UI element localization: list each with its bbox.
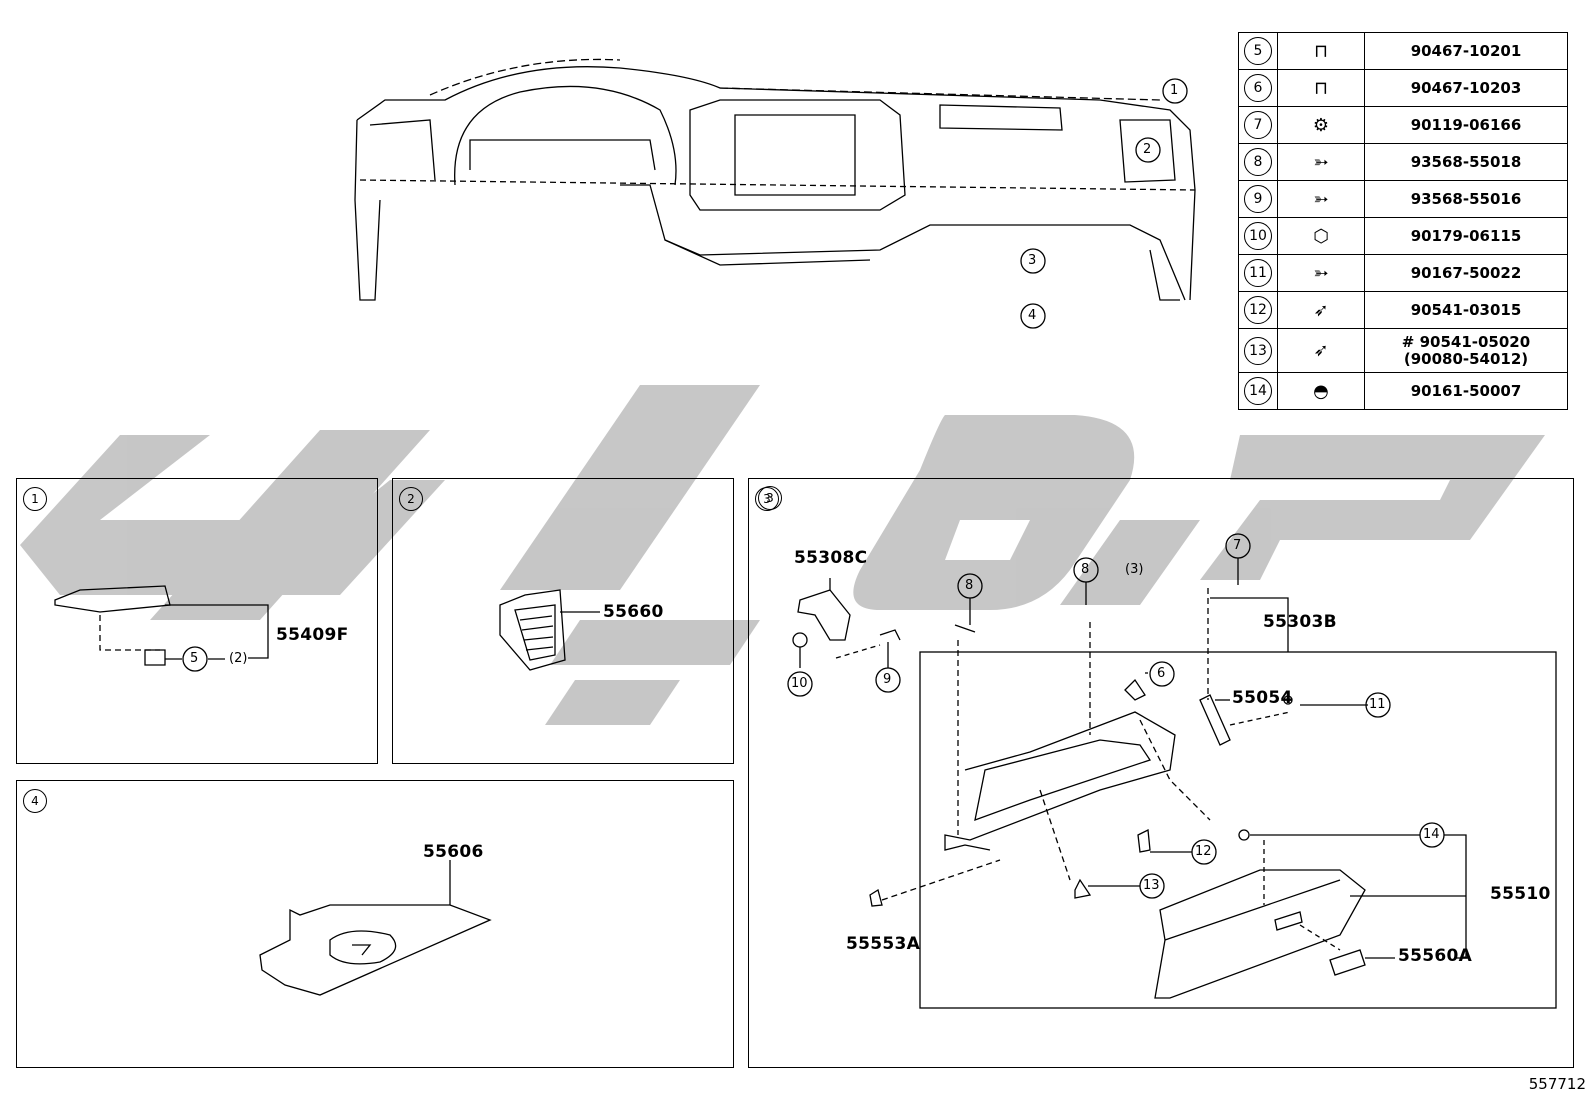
overview-callout-4: 4 — [1028, 308, 1037, 323]
panel-4: 4 — [16, 780, 734, 1068]
part-number: 93568-55016 — [1410, 189, 1522, 208]
parts-table-row: 14◓ 90161-50007 — [1238, 372, 1568, 410]
panel-3-number: 3 — [758, 486, 782, 510]
clip-qty: (2) — [229, 651, 248, 666]
part-number-cell: # 90541-05020(90080-54012) — [1364, 328, 1568, 373]
ref-9: 9 — [883, 672, 892, 687]
part-number: # 90541-05020 — [1401, 332, 1531, 351]
part-number: 90467-10203 — [1410, 78, 1522, 97]
ref-number: 8 — [1244, 148, 1272, 176]
part-label-55606: 55606 — [423, 842, 484, 862]
part-label-55510: 55510 — [1490, 884, 1551, 904]
part-number-alt: (90080-54012) — [1403, 349, 1529, 368]
part-label-55660: 55660 — [603, 602, 664, 622]
ref-number: 5 — [1244, 37, 1272, 65]
figure-id: 557712 — [1528, 1075, 1586, 1093]
parts-table-row: 6⊓ 90467-10203 — [1238, 69, 1568, 107]
clip-icon: ⊓ — [1277, 69, 1365, 107]
panel-number: 2 — [399, 487, 423, 511]
parts-table-row: 10⬡ 90179-06115 — [1238, 217, 1568, 255]
part-number-cell: 90161-50007 — [1364, 372, 1568, 410]
ref-14: 14 — [1423, 827, 1440, 842]
ref-6: 6 — [1157, 666, 1166, 681]
ref-cell: 12 — [1238, 291, 1278, 329]
ref-number: 12 — [1244, 296, 1272, 324]
ref-10: 10 — [791, 676, 808, 691]
parts-table-row: 7⚙ 90119-06166 — [1238, 106, 1568, 144]
ref-number: 13 — [1244, 336, 1272, 365]
ref-8-qty: (3) — [1125, 562, 1144, 577]
clip-icon: ⊓ — [1277, 32, 1365, 70]
ref-8-a: 8 — [965, 578, 974, 593]
part-label-55054: 55054 — [1232, 688, 1293, 708]
part-number-cell: 90119-06166 — [1364, 106, 1568, 144]
part-label-55560A: 55560A — [1398, 946, 1473, 966]
ref-number: 11 — [1244, 259, 1272, 287]
part-label-55308C: 55308C — [794, 548, 868, 568]
part-label-55303B: 55303B — [1263, 612, 1337, 632]
ref-cell: 5 — [1238, 32, 1278, 70]
part-number: 90161-50007 — [1410, 381, 1522, 400]
part-number: 93568-55018 — [1410, 152, 1522, 171]
ref-13: 13 — [1143, 878, 1160, 893]
panel-number: 1 — [23, 487, 47, 511]
ref-12: 12 — [1195, 844, 1212, 859]
ref-number: 14 — [1244, 377, 1272, 405]
ref-cell: 8 — [1238, 143, 1278, 181]
pin-icon: ➶ — [1277, 291, 1365, 329]
ref-7: 7 — [1233, 538, 1242, 553]
part-number-cell: 90467-10203 — [1364, 69, 1568, 107]
screw-icon: ➳ — [1277, 143, 1365, 181]
cushion-icon: ◓ — [1277, 372, 1365, 410]
ref-cell: 7 — [1238, 106, 1278, 144]
ref-8-b: 8 — [1081, 562, 1090, 577]
parts-table-row: 13➶# 90541-05020(90080-54012) — [1238, 328, 1568, 373]
part-number-cell: 93568-55016 — [1364, 180, 1568, 218]
ref-cell: 14 — [1238, 372, 1278, 410]
part-number: 90119-06166 — [1410, 115, 1522, 134]
overview-callout-1: 1 — [1170, 83, 1179, 98]
nut-icon: ⬡ — [1277, 217, 1365, 255]
ref-11: 11 — [1369, 697, 1386, 712]
part-number-cell: 90467-10201 — [1364, 32, 1568, 70]
parts-table-row: 12➶ 90541-03015 — [1238, 291, 1568, 329]
parts-table-row: 8➳ 93568-55018 — [1238, 143, 1568, 181]
part-number: 90541-03015 — [1410, 300, 1522, 319]
panel-2: 2 — [392, 478, 734, 764]
overview-callout-2: 2 — [1143, 142, 1152, 157]
part-label-55553A: 55553A — [846, 934, 921, 954]
parts-table: 5⊓ 90467-10201 6⊓ 90467-10203 7⚙ 90119-06166 8… — [1238, 32, 1568, 410]
ref-number: 10 — [1244, 222, 1272, 250]
ref-number: 9 — [1244, 185, 1272, 213]
ref-cell: 13 — [1238, 328, 1278, 373]
part-number: 90179-06115 — [1410, 226, 1522, 245]
bolt-icon: ⚙ — [1277, 106, 1365, 144]
ref-cell: 10 — [1238, 217, 1278, 255]
overview-callout-3: 3 — [1028, 253, 1037, 268]
parts-table-row: 9➳93568-55016 — [1238, 180, 1568, 218]
part-number-cell: 90541-03015 — [1364, 291, 1568, 329]
ref-number: 7 — [1244, 111, 1272, 139]
part-label-55409F: 55409F — [276, 625, 349, 645]
parts-table-row: 5⊓ 90467-10201 — [1238, 32, 1568, 70]
ref-number: 6 — [1244, 74, 1272, 102]
panel-number: 4 — [23, 789, 47, 813]
clip-ref: 5 — [190, 651, 199, 666]
part-number: 90167-50022 — [1410, 263, 1522, 282]
panel-1: 1 — [16, 478, 378, 764]
part-number: 90467-10201 — [1410, 41, 1522, 60]
